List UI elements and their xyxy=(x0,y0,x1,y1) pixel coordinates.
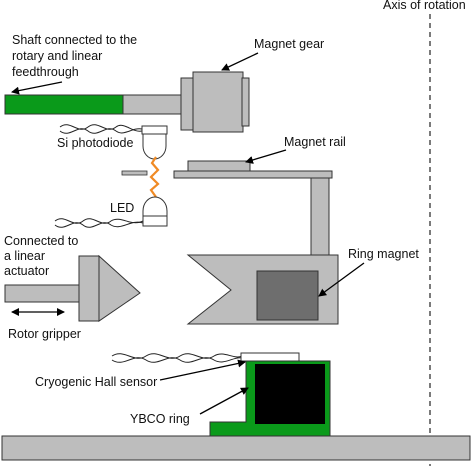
ybco-ring xyxy=(255,364,325,424)
shaft-label-line3: feedthrough xyxy=(12,65,79,79)
led-base xyxy=(142,215,168,227)
led-label: LED xyxy=(110,201,134,215)
ring-magnet-arrow xyxy=(318,262,365,297)
photodiode-dome xyxy=(142,133,167,160)
slit-plate-right xyxy=(173,170,333,179)
photodiode-base xyxy=(141,125,168,135)
hall-sensor-label: Cryogenic Hall sensor xyxy=(35,375,157,389)
hall-sensor xyxy=(240,352,300,362)
gripper-rod xyxy=(4,284,80,303)
slit-plate-left xyxy=(121,170,148,176)
led-cable xyxy=(54,218,144,224)
shaft-green xyxy=(4,94,124,115)
gripper-cone xyxy=(98,254,141,322)
connected-label-line2: a linear xyxy=(4,249,45,263)
magnet-gear-label: Magnet gear xyxy=(254,37,324,51)
shaft-label-line1: Shaft connected to the xyxy=(12,33,137,47)
magnet-gear-arrow xyxy=(221,52,259,71)
hall-cable xyxy=(111,353,243,359)
hall-sensor-arrow xyxy=(159,359,246,381)
magnet-rail-arrow xyxy=(245,149,287,164)
photodiode-cable xyxy=(59,124,143,132)
photodiode-label: Si photodiode xyxy=(57,136,134,150)
shaft-arrow xyxy=(11,81,63,95)
ybco-ring-arrow xyxy=(199,387,249,415)
led-cable-2 xyxy=(54,221,144,228)
ring-magnet xyxy=(256,270,319,321)
ring-magnet-label: Ring magnet xyxy=(348,247,419,261)
photodiode-cable-2 xyxy=(59,128,143,134)
slit-plate-vertical xyxy=(310,177,330,257)
magnet-gear-body xyxy=(192,71,244,133)
connected-label-line1: Connected to xyxy=(4,234,78,248)
gripper-block xyxy=(78,255,100,322)
axis-label: Axis of rotation xyxy=(383,0,466,12)
magnet-rail xyxy=(187,160,251,172)
magnet-rail-label: Magnet rail xyxy=(284,135,346,149)
connected-label-line3: actuator xyxy=(4,264,49,278)
magnet-gear-right-flange xyxy=(241,77,250,127)
led-dome xyxy=(142,196,168,217)
magnet-gear-left-flange xyxy=(180,77,195,131)
rotor-gripper-label: Rotor gripper xyxy=(8,327,81,341)
base-plate xyxy=(1,435,471,461)
shaft-label-line2: rotary and linear xyxy=(12,49,102,63)
ybco-ring-label: YBCO ring xyxy=(130,412,190,426)
light-zigzag xyxy=(149,156,160,198)
hall-cable-2 xyxy=(111,357,243,363)
